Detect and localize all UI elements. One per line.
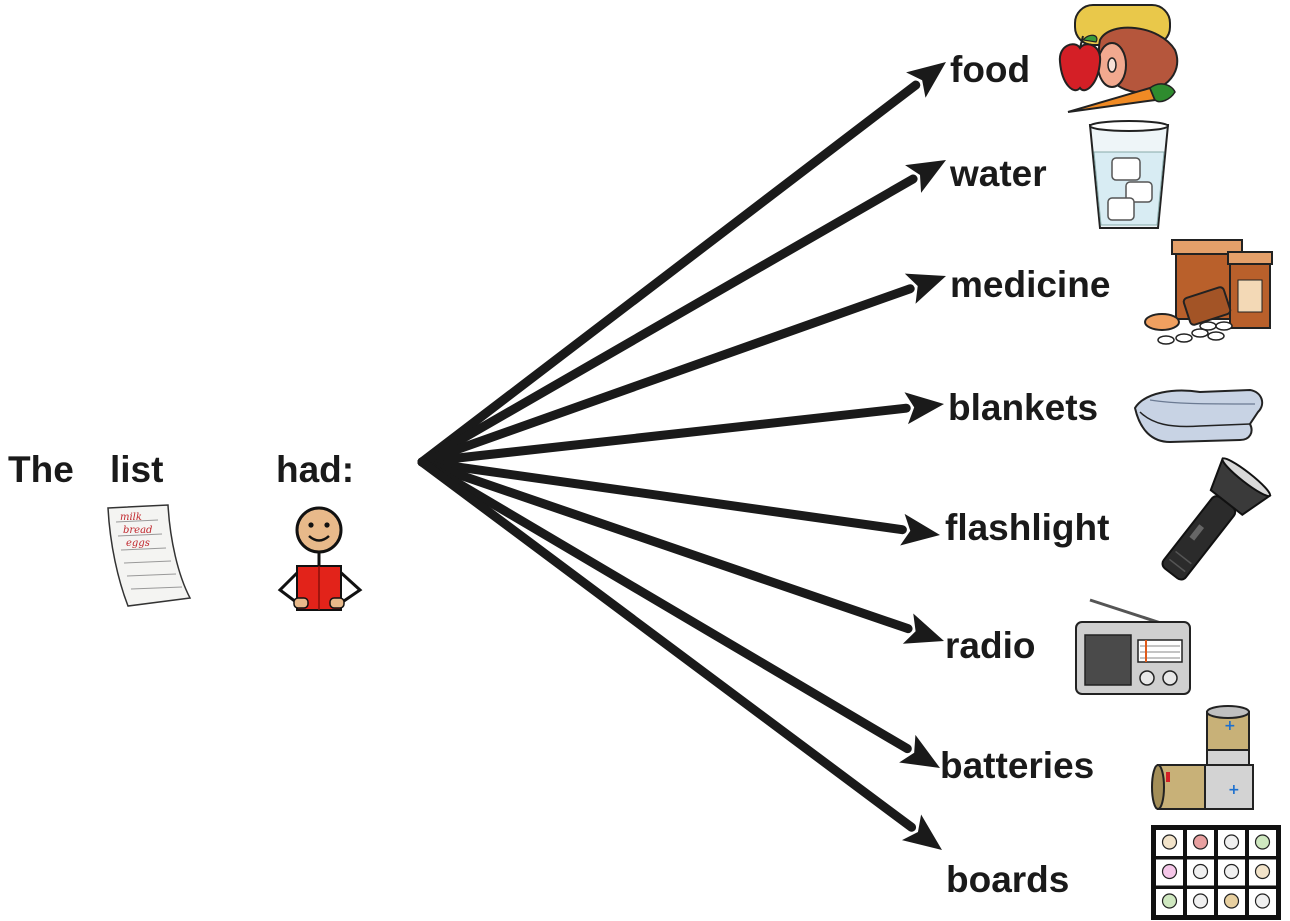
label-blankets: blankets: [948, 387, 1098, 428]
svg-text:+: +: [1228, 782, 1240, 798]
arrows-group: [417, 62, 946, 850]
label-water: water: [949, 153, 1047, 194]
arrow-head-water: [905, 160, 946, 193]
arrow-shaft-flashlight: [417, 457, 907, 535]
label-boards: boards: [946, 859, 1069, 900]
arrow-head-medicine: [904, 273, 946, 304]
arrow-head-boards: [901, 814, 942, 850]
label-medicine: medicine: [950, 264, 1110, 305]
board-symbol: [1223, 834, 1240, 850]
folded-blanket-icon: [1133, 388, 1264, 444]
arrow-head-batteries: [899, 734, 940, 768]
svg-text:+: +: [1224, 718, 1236, 734]
board-symbol: [1192, 834, 1209, 850]
board-symbol: [1254, 834, 1271, 850]
food-icon: [1058, 4, 1179, 113]
arrow-shaft-batteries: [417, 457, 912, 754]
board-symbol: [1192, 893, 1209, 909]
board-symbol: [1254, 893, 1271, 909]
arrow-shaft-medicine: [417, 284, 915, 467]
word-list: list: [110, 449, 163, 490]
label-food: food: [950, 49, 1030, 90]
board-symbol: [1223, 893, 1240, 909]
board-symbol: [1192, 863, 1209, 880]
radio-icon: [1075, 598, 1191, 695]
arrow-shaft-boards: [417, 457, 917, 832]
arrow-shaft-radio: [417, 457, 913, 634]
arrow-head-flashlight: [900, 513, 940, 546]
word-the: The: [8, 449, 74, 490]
arrow-head-radio: [902, 613, 944, 644]
arrow-shaft-blankets: [417, 403, 911, 467]
svg-text:bread: bread: [123, 525, 152, 536]
arrow-shaft-food: [417, 80, 921, 467]
person-holding-icon: [277, 506, 363, 611]
svg-text:eggs: eggs: [126, 538, 150, 549]
pill-bottles-icon: [1144, 239, 1273, 345]
batteries-icon: + +: [1151, 705, 1254, 810]
label-flashlight: flashlight: [945, 507, 1109, 548]
board-symbol: [1161, 893, 1178, 909]
arrow-head-food: [906, 62, 946, 98]
board-symbol: [1223, 863, 1240, 880]
svg-text:milk: milk: [120, 512, 142, 523]
board-symbol: [1161, 834, 1178, 850]
label-batteries: batteries: [940, 745, 1094, 786]
board-symbol: [1254, 863, 1271, 880]
shopping-list-icon: milk bread eggs: [107, 504, 192, 607]
water-glass-icon: [1088, 120, 1170, 229]
word-had: had:: [276, 449, 354, 490]
communication-board-icon: [1151, 825, 1281, 920]
arrow-shaft-water: [417, 174, 918, 467]
board-symbol: [1161, 863, 1178, 880]
arrow-head-blankets: [904, 392, 944, 425]
label-radio: radio: [945, 625, 1035, 666]
flashlight-icon: [1161, 457, 1272, 581]
